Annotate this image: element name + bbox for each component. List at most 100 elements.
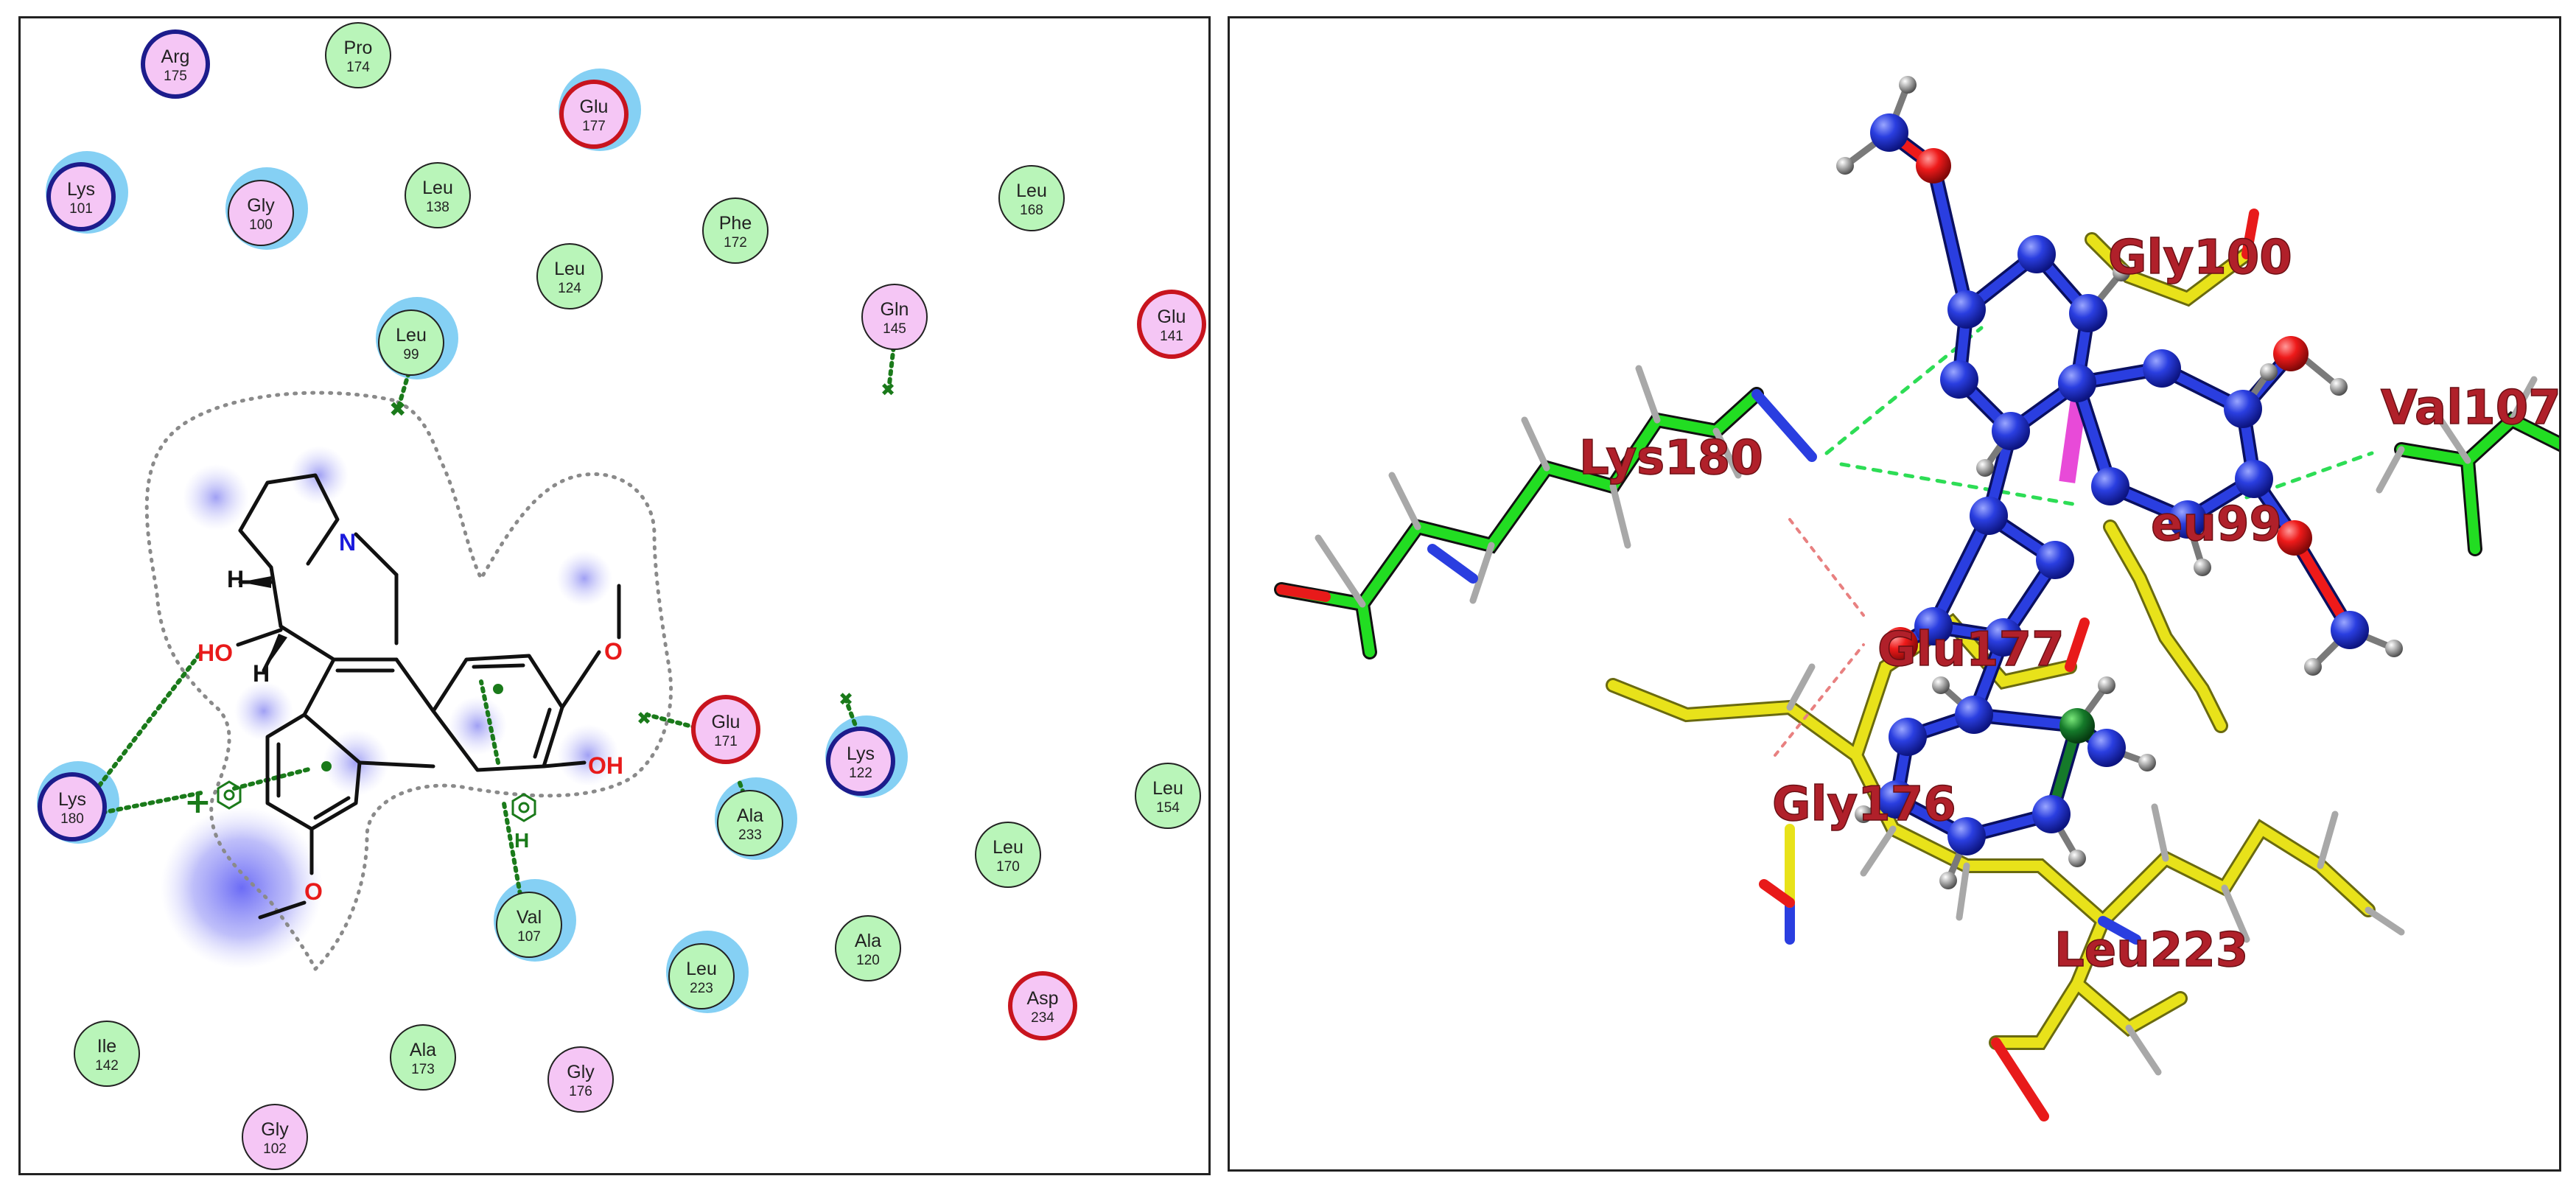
residue-number: 142 (95, 1058, 119, 1074)
residue-number: 174 (346, 60, 370, 75)
residue-disc (1137, 290, 1206, 359)
solvent-exposure-shading (161, 446, 619, 969)
residue-number: 170 (996, 859, 1020, 875)
val107-sidechain (2396, 413, 2559, 466)
solvent-blob (556, 550, 612, 606)
hydrogen-atom (2385, 640, 2403, 657)
residue-name: Leu (396, 325, 427, 346)
residue-disc (547, 1046, 614, 1113)
oxygen-label: O (304, 878, 323, 905)
residue-number: 171 (714, 734, 738, 749)
ligand-atom-labels: N H H HO OH O O H (197, 529, 623, 905)
ligand-atom-3d (1984, 618, 2023, 657)
pi-cation-plus-icon: + (184, 783, 211, 821)
aromatic-ring-icon (217, 780, 242, 810)
hydrogen-atom (2260, 363, 2278, 381)
residue-label-3d: Gly100 (2108, 231, 2292, 285)
residue-disc (702, 197, 769, 264)
ligand-bond (472, 663, 525, 669)
hydrogen-atom (2098, 676, 2115, 694)
residue-gly176: Gly176 (547, 1046, 614, 1113)
ligand-atom-3d (2058, 364, 2096, 402)
residue-name: Lys (58, 789, 86, 810)
residue-name: Glu (1158, 307, 1186, 327)
ligand-bond (357, 760, 435, 769)
residue-disc (325, 22, 391, 88)
residue-val107: Val107 (496, 892, 562, 958)
residue-number: 122 (849, 766, 872, 781)
residue-number: 168 (1020, 203, 1043, 218)
residue-name: Gly (261, 1119, 289, 1140)
residue-disc (46, 162, 116, 231)
ligand-atom-3d (1947, 290, 1986, 329)
residue-disc (559, 80, 629, 149)
residue-number: 102 (263, 1141, 287, 1157)
ligand-atom-3d (2331, 611, 2369, 649)
ligand-atom-3d (1947, 817, 1986, 855)
residue-name: Ala (737, 805, 763, 826)
residue-name: Leu (554, 259, 585, 279)
residue-number: 172 (724, 235, 747, 251)
residue-name: Ile (97, 1036, 116, 1057)
residue-disc (835, 915, 901, 981)
binding-pocket-outline (144, 391, 673, 971)
residue-disc (74, 1021, 140, 1087)
ligand-bond (269, 565, 283, 629)
residue-disc (717, 790, 783, 856)
residue-number: 223 (690, 981, 713, 996)
residue-disc (242, 1104, 308, 1170)
ligand-atom-3d (1889, 718, 1927, 756)
ligand-bond (279, 624, 336, 662)
residue-leu168: Leu 168 (998, 165, 1065, 231)
hydroxyl-label: HO (197, 640, 233, 666)
ligand-atom-3d (1992, 412, 2030, 450)
residue-number: 177 (582, 119, 606, 134)
residue-name: Lys (847, 743, 875, 764)
residue-disc (405, 162, 471, 228)
residue-name: Leu (1016, 181, 1047, 201)
ligand-bond (258, 900, 307, 920)
residue-name: Glu (712, 712, 741, 732)
residue-name: Asp (1026, 988, 1058, 1009)
residue-number: 234 (1031, 1010, 1054, 1026)
hydrogen-atom (1836, 157, 1854, 175)
stereo-wedges (240, 576, 287, 671)
ligand-atom-3d (1877, 780, 1916, 819)
hydrogen-atom (2113, 264, 2130, 281)
hbond-lys180-ho (92, 650, 203, 794)
ligand-atom-3d (2273, 336, 2309, 371)
ligand-atom-3d (2235, 460, 2273, 498)
residue-number: 173 (411, 1062, 435, 1077)
residue-disc (1135, 763, 1201, 829)
residue-disc (378, 309, 444, 376)
residue-name: Phe (719, 213, 752, 234)
residue-disc (38, 772, 107, 841)
residue-disc (975, 822, 1041, 888)
contact-dot (493, 684, 503, 694)
residue-number: 107 (517, 929, 541, 945)
nitrogen-label: N (339, 529, 356, 556)
ligand-atom-3d (1955, 696, 1993, 734)
ligand-interaction-2d-panel: ✖ ✖ ✖ ✖ + (18, 16, 1211, 1175)
residue-number: 101 (69, 201, 93, 217)
residue-number: 154 (1156, 800, 1180, 816)
hydrogen-atom (2194, 559, 2211, 576)
ligand-atom-3d (2017, 235, 2056, 273)
ligand-atom-3d (2169, 500, 2207, 539)
ligand-atom-3d (1940, 360, 1978, 399)
residue-label-3d: Leu223 (2054, 923, 2248, 978)
ligand-atom-3d (2059, 708, 2095, 743)
ligand-atom-3d (1883, 627, 1918, 662)
residue-number: 120 (856, 953, 880, 968)
